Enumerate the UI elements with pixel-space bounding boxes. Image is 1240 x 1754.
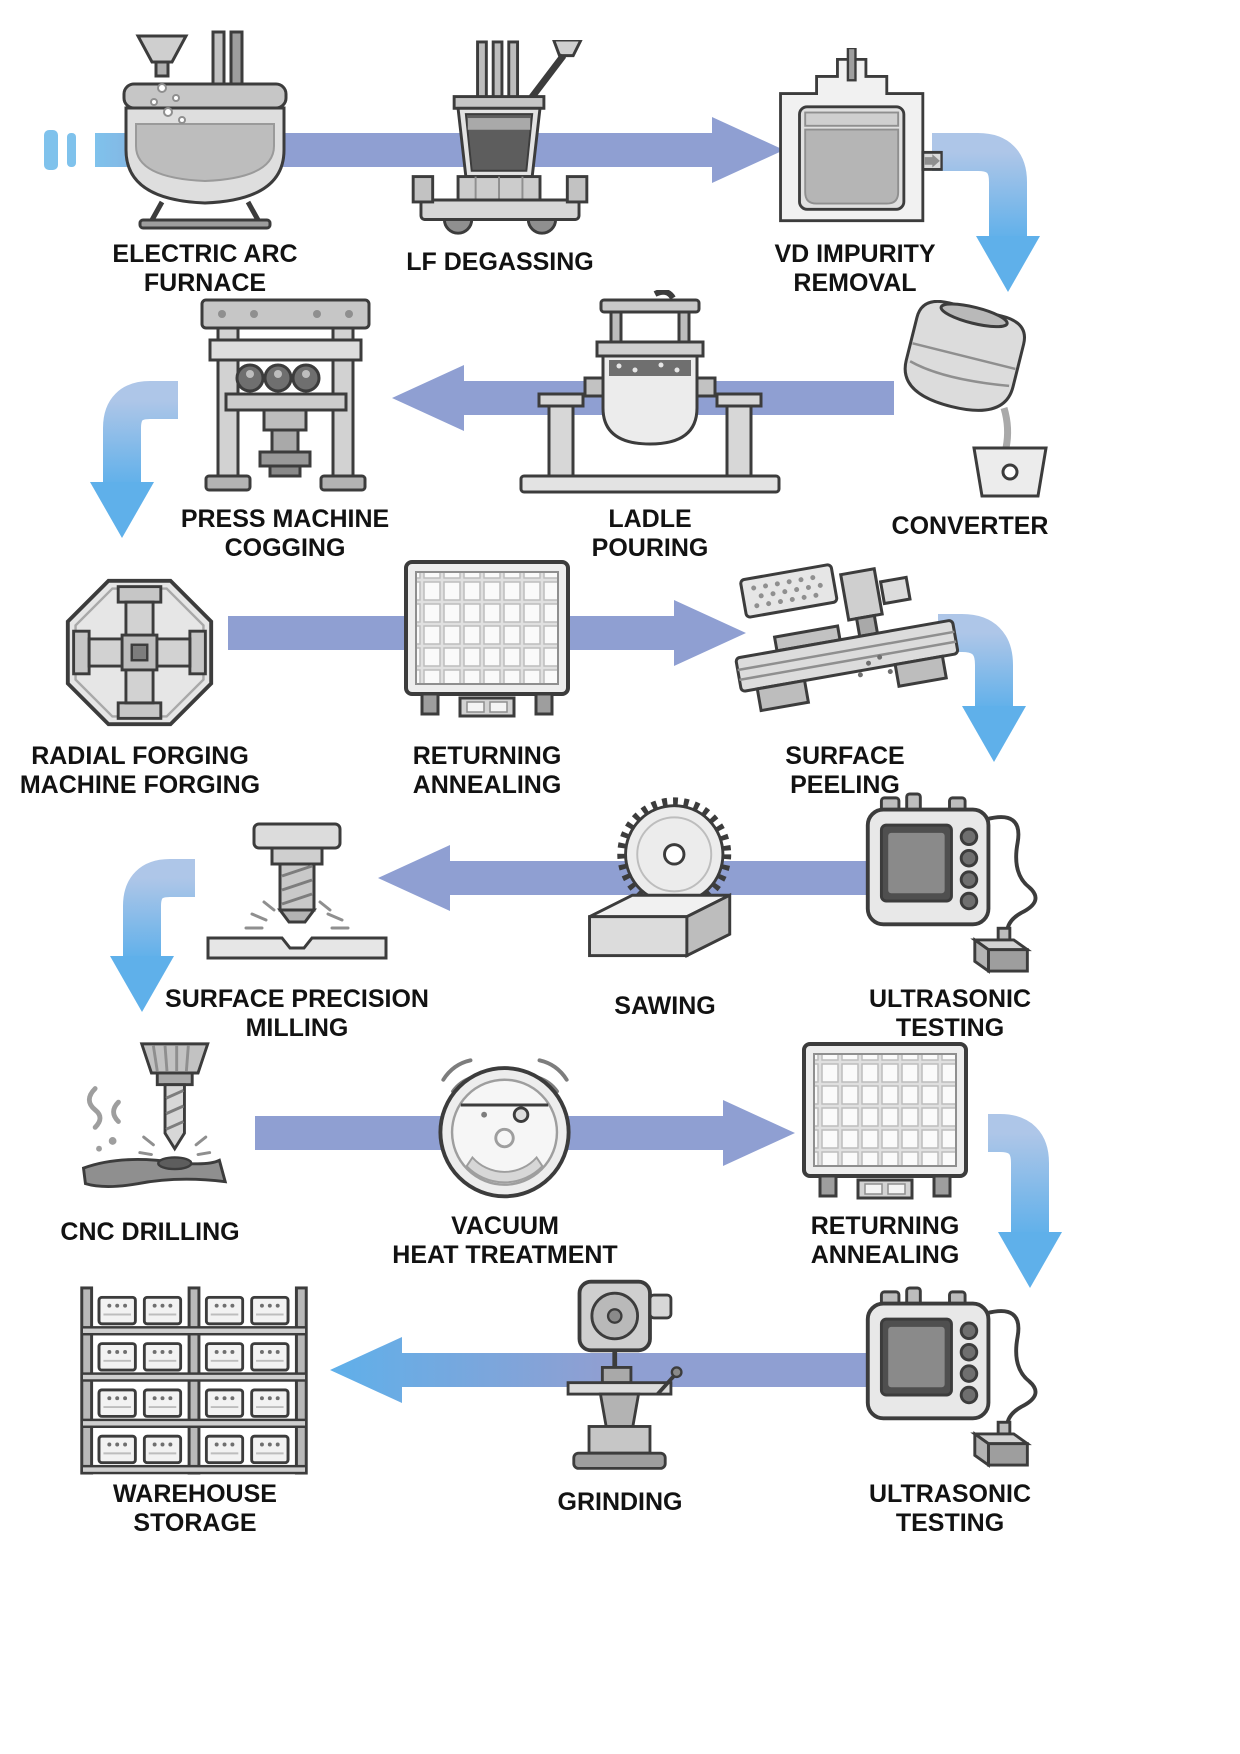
step-label-grinding: GRINDING (557, 1488, 683, 1516)
ladle-furnace-icon (405, 40, 595, 240)
warehouse-shelf-icon (72, 1284, 317, 1476)
step-label-converter: CONVERTER (891, 512, 1049, 540)
vacuum-furnace-icon (420, 1036, 590, 1208)
milling-cutter-icon (194, 818, 399, 973)
ultrasonic-tester-icon (860, 786, 1040, 981)
step-label-sawing: SAWING (614, 992, 716, 1020)
step-label-cnc-drilling: CNC DRILLING (60, 1218, 240, 1246)
electric-arc-furnace-icon (110, 28, 300, 233)
step-label-lf-degassing: LF DEGASSING (406, 248, 594, 276)
annealing-furnace-icon (800, 1040, 970, 1208)
arrow-left-row6 (330, 1337, 868, 1403)
press-machine-icon (188, 288, 383, 503)
arrow-down-to-converter (932, 133, 1040, 292)
arrow-down-to-ultrasonic-2 (981, 1114, 1062, 1288)
drill-bit-icon (62, 1040, 237, 1205)
radial-forging-machine-icon (62, 575, 217, 730)
circular-saw-icon (572, 788, 757, 983)
start-marker (44, 130, 76, 170)
converter-icon (888, 300, 1053, 505)
arrow-down-to-radial-forging (90, 381, 178, 538)
vacuum-degasser-icon (765, 48, 945, 233)
arrow-down-to-ultrasonic-1 (938, 614, 1026, 762)
ultrasonic-tester-icon (860, 1280, 1040, 1475)
grinding-machine-icon (542, 1276, 697, 1476)
annealing-furnace-icon (402, 558, 572, 726)
peeling-machine-icon (725, 545, 965, 735)
ladle-icon (515, 290, 785, 500)
arrow-down-to-cnc-drilling (110, 859, 195, 1012)
